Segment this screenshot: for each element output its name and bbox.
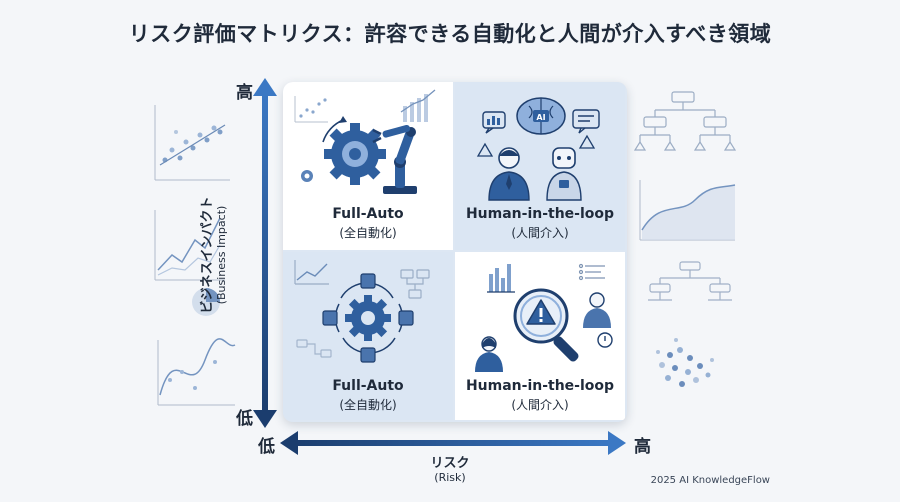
quadrant-top-left: Full-Auto (全自動化): [283, 82, 453, 250]
quadrant-top-right-subtitle: (人間介入): [511, 226, 569, 240]
gear-robot-arm-icon: [294, 89, 436, 194]
quadrant-top-left-label: Full-Auto (全自動化): [283, 206, 453, 241]
quadrant-bottom-left: Full-Auto (全自動化): [283, 252, 453, 420]
credit-text: 2025 AI KnowledgeFlow: [650, 475, 770, 486]
human-ai-collaboration-icon: AI: [476, 97, 600, 201]
quadrant-bottom-left-label: Full-Auto (全自動化): [283, 378, 453, 413]
x-axis-low-label: 低: [258, 437, 275, 457]
quadrant-top-right-title: Human-in-the-loop: [465, 206, 615, 222]
x-axis-title-sub: (Risk): [434, 471, 466, 484]
bg-wave-chart-left: [157, 338, 236, 406]
x-axis-title-main: リスク: [430, 456, 470, 471]
bg-scatter-chart-left: [154, 105, 230, 181]
bg-line-chart-left: [154, 210, 225, 281]
quadrant-top-right: AI: [455, 82, 625, 250]
quadrant-bottom-right: Human-in-the-loop (人間介入): [455, 252, 625, 420]
y-axis-arrow: [253, 78, 277, 428]
svg-text:AI: AI: [536, 113, 545, 122]
quadrant-bottom-left-subtitle: (全自動化): [339, 398, 397, 412]
quadrant-bottom-right-subtitle: (人間介入): [511, 398, 569, 412]
bg-tree-diagram-right-2: [648, 261, 732, 301]
risk-matrix: Full-Auto (全自動化) AI: [283, 82, 627, 422]
quadrant-top-left-title: Full-Auto: [332, 206, 404, 222]
x-axis-high-label: 高: [634, 437, 651, 457]
x-axis-arrow: [280, 431, 626, 455]
bg-area-chart-right: [639, 180, 736, 241]
x-axis-title: リスク (Risk): [400, 452, 500, 484]
y-axis-high-label: 高: [236, 83, 253, 103]
quadrant-bottom-right-title: Human-in-the-loop: [465, 378, 615, 394]
y-axis-low-label: 低: [236, 409, 253, 429]
quadrant-top-left-subtitle: (全自動化): [339, 226, 397, 240]
quadrant-bottom-right-label: Human-in-the-loop (人間介入): [455, 378, 625, 413]
quadrant-top-right-label: Human-in-the-loop (人間介入): [455, 206, 625, 241]
gear-cycle-icon: [294, 260, 430, 363]
bg-pie-left: [192, 288, 220, 316]
y-axis-title-sub: (Business Impact): [215, 205, 228, 305]
bg-dot-cluster-right: [656, 338, 714, 387]
quadrant-bottom-left-title: Full-Auto: [332, 378, 404, 394]
y-axis-title: ビジネスインパクト (Business Impact): [196, 196, 228, 313]
bg-tree-diagram-right: [633, 91, 737, 151]
magnifier-warning-icon: [475, 263, 613, 372]
page-title: リスク評価マトリクス：許容できる自動化と人間が介入すべき領域: [128, 22, 772, 46]
y-axis-title-main: ビジネスインパクト: [200, 196, 215, 314]
